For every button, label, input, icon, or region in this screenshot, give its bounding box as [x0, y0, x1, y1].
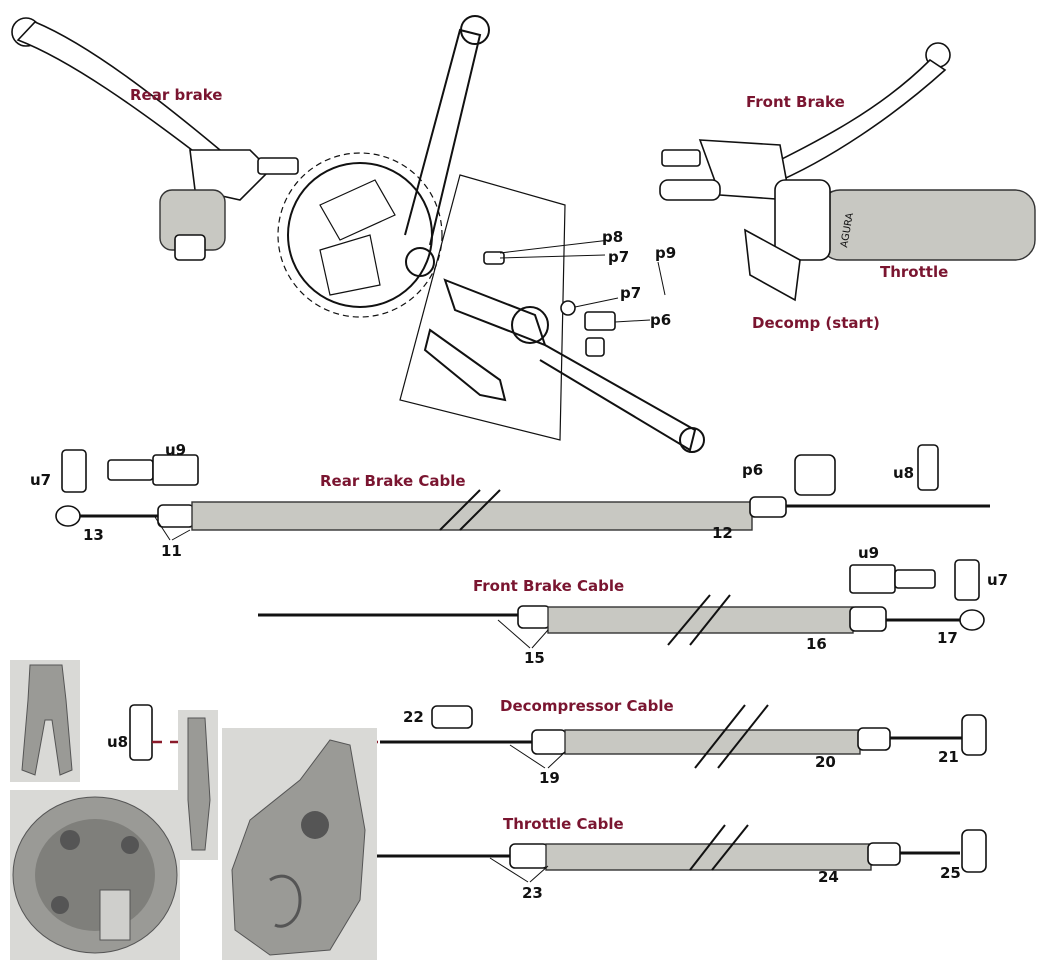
part-label-u9-mid: u9 — [858, 544, 879, 562]
decompressor-cable — [380, 704, 987, 769]
part-label-12: 12 — [712, 524, 733, 542]
part-label-11: 11 — [161, 542, 182, 560]
label-throttle-cable: Throttle Cable — [503, 815, 624, 833]
photo-small-lever — [178, 710, 218, 860]
u9-adjuster-mid — [849, 564, 936, 594]
part-label-16: 16 — [806, 635, 827, 653]
label-decomp-start: Decomp (start) — [752, 314, 880, 332]
label-front-brake-cable: Front Brake Cable — [473, 577, 624, 595]
part-22-nipple — [431, 705, 473, 729]
part-label-u8-top: u8 — [893, 464, 914, 482]
u7-nipple-top — [61, 449, 87, 493]
part-label-20: 20 — [815, 753, 836, 771]
part-label-19: 19 — [539, 769, 560, 787]
u8-clamp-top — [917, 444, 939, 491]
crank-assembly — [277, 15, 705, 453]
part-label-p8: p8 — [602, 228, 623, 246]
label-front-brake: Front Brake — [746, 93, 845, 111]
throttle-cable — [375, 824, 987, 883]
part-label-p6: p6 — [650, 311, 671, 329]
photo-lever-fork — [10, 660, 80, 782]
part-label-p6-row: p6 — [742, 461, 763, 479]
part-label-p9: p9 — [655, 244, 676, 262]
part-label-u8-bottom: u8 — [107, 733, 128, 751]
part-label-24: 24 — [818, 868, 839, 886]
part-label-13: 13 — [83, 526, 104, 544]
u9-adjuster-top — [107, 454, 199, 486]
part-label-p7-washer: p7 — [620, 284, 641, 302]
part-label-25: 25 — [940, 864, 961, 882]
part-label-15: 15 — [524, 649, 545, 667]
front-brake-throttle-assembly — [659, 42, 1036, 302]
label-throttle: Throttle — [880, 263, 948, 281]
label-rear-brake-cable: Rear Brake Cable — [320, 472, 466, 490]
front-brake-cable — [258, 594, 985, 649]
photo-decomp-plate — [222, 728, 377, 960]
part-label-u7-mid: u7 — [987, 571, 1008, 589]
u8-clamp-bottom — [129, 704, 153, 761]
rear-brake-lever — [11, 17, 299, 261]
part-label-17: 17 — [937, 629, 958, 647]
part-label-p7: p7 — [608, 248, 629, 266]
part-label-u9-top: u9 — [165, 441, 186, 459]
rear-brake-cable — [55, 489, 990, 541]
part-label-23: 23 — [522, 884, 543, 902]
part-label-22: 22 — [403, 708, 424, 726]
part-label-21: 21 — [938, 748, 959, 766]
p6-fitting-row — [794, 454, 836, 496]
photo-flywheel — [10, 790, 180, 960]
u7-nipple-mid — [954, 559, 980, 601]
label-decompressor-cable: Decompressor Cable — [500, 697, 674, 715]
label-rear-brake: Rear brake — [130, 86, 222, 104]
part-label-u7-top: u7 — [30, 471, 51, 489]
